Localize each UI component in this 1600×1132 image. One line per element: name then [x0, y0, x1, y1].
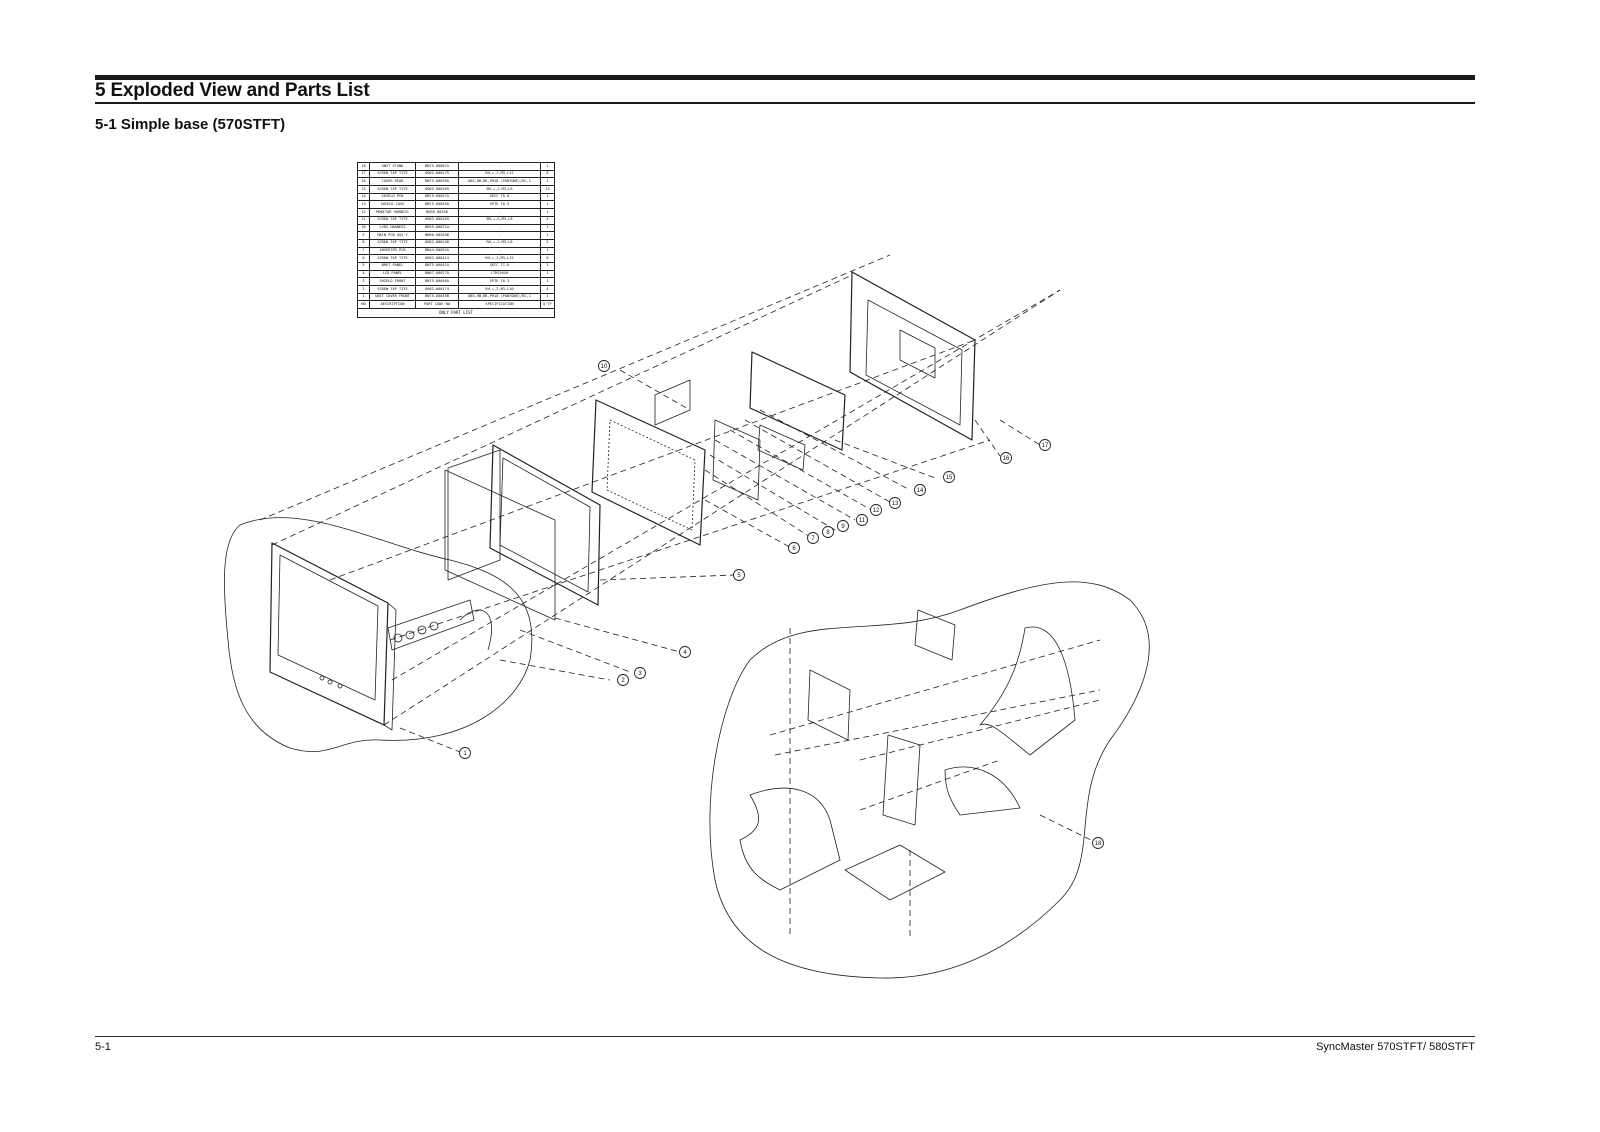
callout-circle — [788, 542, 800, 554]
main-pcb-assembly — [654, 351, 846, 501]
stand-group-outline — [709, 581, 1150, 979]
explode-lines — [259, 254, 1096, 843]
header-bottom-rule — [95, 102, 1475, 104]
footer-rule — [95, 1036, 1475, 1037]
callout-circle — [1092, 837, 1104, 849]
shield-front — [444, 449, 556, 621]
callout-circle — [837, 520, 849, 532]
section-title: 5 Exploded View and Parts List — [95, 80, 370, 101]
callout-circle — [807, 532, 819, 544]
callout-circle — [889, 497, 901, 509]
callout-label: 14 — [917, 488, 924, 494]
rear-cover — [849, 271, 976, 441]
header-top-rule — [95, 75, 1475, 80]
callout-label: 4 — [683, 650, 687, 656]
callout-label: 13 — [892, 501, 899, 507]
callout-label: 18 — [1095, 841, 1102, 847]
callout-label: 10 — [601, 364, 608, 370]
callout-label: 15 — [946, 475, 953, 481]
parts-list-caption: ONLY PART LIST — [357, 308, 555, 319]
callout-circle — [1000, 452, 1012, 464]
callout-label: 11 — [859, 518, 866, 524]
callout-circle — [856, 514, 868, 526]
front-bezel — [269, 542, 397, 731]
callout-circle — [459, 747, 471, 759]
callout-label: 9 — [841, 524, 845, 530]
control-board — [387, 599, 493, 651]
callout-circle — [733, 569, 745, 581]
callout-circle — [914, 484, 926, 496]
bracket-panel — [591, 399, 706, 546]
callout-label: 2 — [621, 678, 625, 684]
callout-circle — [598, 360, 610, 372]
parts-list-caption-row: ONLY PART LIST — [357, 308, 555, 319]
callout-circle — [822, 526, 834, 538]
callout-label: 7 — [811, 536, 815, 542]
front-group-outline — [224, 517, 533, 752]
callout-label: 8 — [826, 530, 830, 536]
footer-model: SyncMaster 570STFT/ 580STFT — [1316, 1041, 1475, 1053]
callout-label: 1 — [463, 751, 467, 757]
callout-circle — [634, 667, 646, 679]
callout-label: 16 — [1003, 456, 1010, 462]
callout-label: 6 — [792, 546, 796, 552]
page-number: 5-1 — [95, 1041, 111, 1053]
stand-explode-lines — [769, 628, 1101, 940]
callout-circle — [679, 646, 691, 658]
callout-label: 12 — [873, 508, 880, 514]
stand-parts — [739, 609, 1076, 901]
callout-circle — [870, 504, 882, 516]
lcd-panel — [489, 444, 601, 606]
subsection-title: 5-1 Simple base (570STFT) — [95, 116, 286, 133]
callout-label: 17 — [1042, 443, 1049, 449]
callout-circle — [617, 674, 629, 686]
callout-label: 3 — [638, 671, 642, 677]
callout-circle — [1039, 439, 1051, 451]
callout-circle — [943, 471, 955, 483]
callout-label: 5 — [737, 573, 741, 579]
